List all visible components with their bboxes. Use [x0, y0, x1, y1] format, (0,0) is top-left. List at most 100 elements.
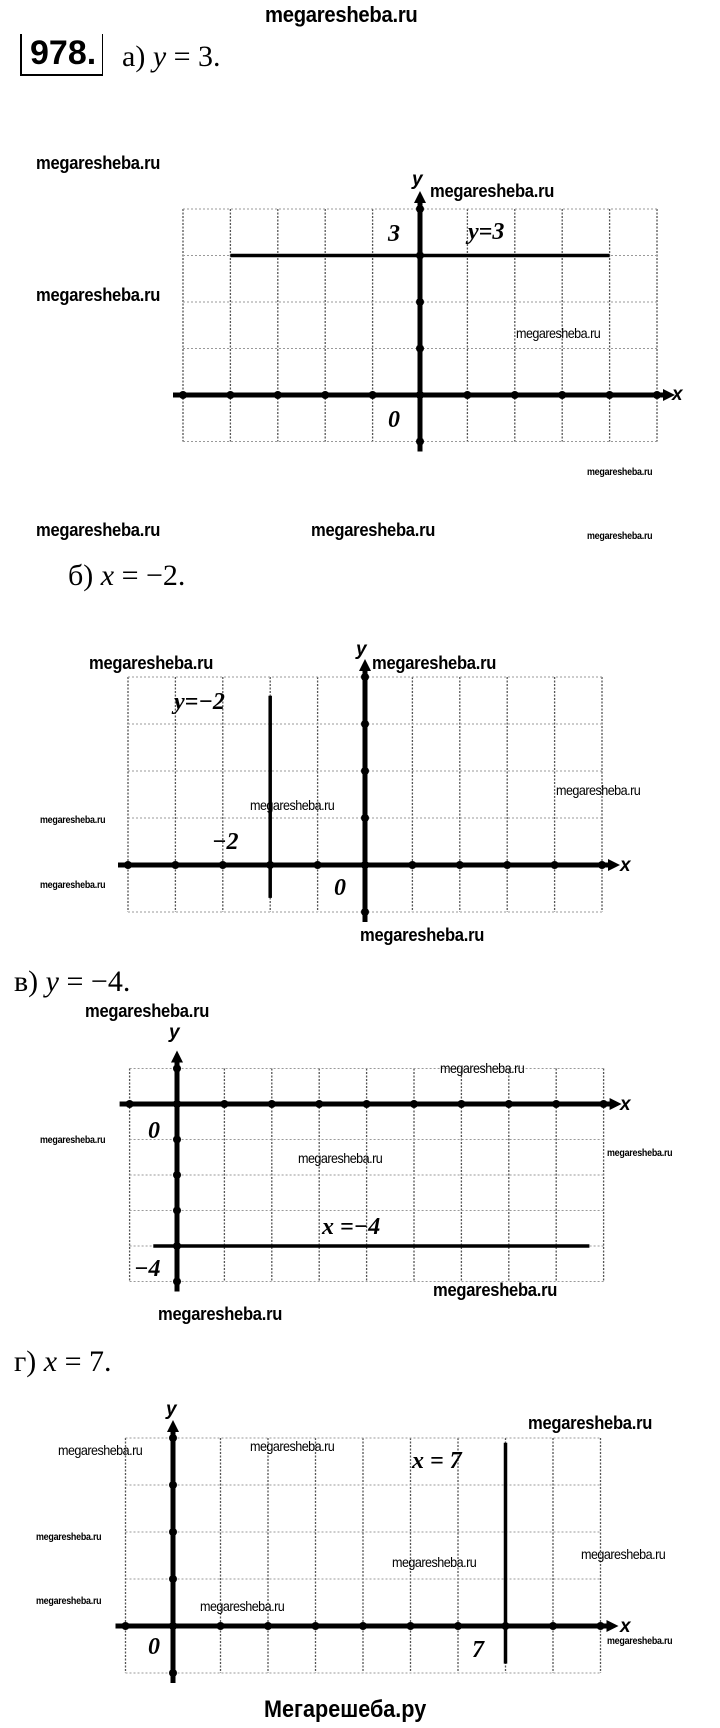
- y-axis-tick-dot: [361, 720, 369, 728]
- graph-d-x-axis-label: x: [620, 1616, 631, 1637]
- y-axis-tick-dot: [361, 861, 369, 869]
- y-axis-arrow-icon: [171, 1050, 183, 1063]
- task-a-heading: а) y = 3.: [122, 42, 221, 72]
- y-axis-tick-dot: [169, 1622, 177, 1630]
- graph-b-origin-label: 0: [334, 875, 346, 901]
- task-var: y: [152, 40, 167, 73]
- x-axis-tick-dot: [599, 1100, 608, 1108]
- watermark: megaresheba.ru: [36, 153, 161, 173]
- y-axis-tick-dot: [169, 1434, 177, 1442]
- watermark: megaresheba.ru: [36, 1595, 102, 1607]
- x-axis-arrow-icon: [608, 859, 620, 871]
- header-watermark: megaresheba.ru: [265, 2, 418, 27]
- y-axis-tick-dot: [416, 391, 424, 399]
- task-eq: = −4.: [66, 965, 131, 998]
- graph-b-y-axis-label: y: [356, 639, 367, 660]
- watermark: megaresheba.ru: [607, 1635, 673, 1647]
- x-axis-tick-dot: [558, 391, 567, 399]
- footer-site-name: Мегарешеба.ру: [264, 1696, 427, 1723]
- x-axis-tick-dot: [267, 1100, 276, 1108]
- graph-a-y-axis-label: y: [412, 169, 423, 190]
- y-axis-tick-dot: [173, 1135, 181, 1144]
- x-axis-tick-dot: [273, 391, 282, 399]
- x-axis-tick-dot: [313, 861, 322, 869]
- x-axis-tick-dot: [510, 391, 519, 399]
- x-axis-tick-dot: [264, 1622, 272, 1630]
- task-eq: = 3.: [173, 40, 221, 73]
- task-var: x: [43, 1345, 58, 1378]
- watermark: megaresheba.ru: [58, 1442, 143, 1458]
- graph-a-equation-label: y=3: [468, 219, 505, 245]
- y-axis-tick-dot: [169, 1528, 177, 1536]
- watermark: megaresheba.ru: [250, 797, 335, 813]
- watermark: megaresheba.ru: [40, 814, 106, 826]
- y-axis-arrow-icon: [414, 191, 426, 203]
- x-axis-tick-dot: [179, 391, 187, 399]
- graph-c-equation-label: x =−4: [322, 1214, 381, 1240]
- y-axis-tick-dot: [169, 1481, 177, 1489]
- x-axis-tick-dot: [359, 1622, 367, 1630]
- y-axis-tick-dot: [361, 908, 369, 916]
- watermark: megaresheba.ru: [516, 325, 601, 341]
- task-var: y: [45, 965, 59, 998]
- y-axis-tick-dot: [173, 1171, 181, 1179]
- y-axis-tick-dot: [361, 673, 369, 681]
- watermark: megaresheba.ru: [607, 1147, 673, 1159]
- y-axis-tick-dot: [173, 1277, 181, 1286]
- task-letter: г): [14, 1345, 37, 1378]
- watermark: megaresheba.ru: [587, 530, 653, 542]
- x-axis-tick-dot: [408, 861, 417, 869]
- watermark: megaresheba.ru: [36, 285, 161, 305]
- x-axis-tick-dot: [218, 861, 227, 869]
- y-axis-tick-dot: [416, 437, 424, 446]
- graph-b-x-axis-label: x: [620, 855, 631, 876]
- exercise-number: 978.: [20, 34, 104, 76]
- y-axis-tick-dot: [173, 1206, 181, 1215]
- graph-c-origin-label: 0: [148, 1118, 160, 1144]
- task-eq: = −2.: [121, 559, 186, 592]
- x-axis-tick-dot: [457, 1100, 466, 1108]
- graph-d-tick-label: 7: [472, 1637, 484, 1663]
- y-axis-tick-dot: [169, 1575, 177, 1583]
- y-axis-tick-dot: [416, 205, 424, 213]
- x-axis-tick-dot: [454, 1622, 462, 1630]
- y-axis-tick-dot: [361, 767, 369, 775]
- x-axis-tick-dot: [315, 1100, 324, 1108]
- x-axis-tick-dot: [550, 861, 559, 869]
- x-axis-tick-dot: [226, 391, 235, 399]
- watermark: megaresheba.ru: [433, 1280, 558, 1300]
- graph-b-equation-label: y=−2: [174, 689, 225, 715]
- watermark: megaresheba.ru: [556, 782, 641, 798]
- task-var: x: [100, 559, 115, 592]
- x-axis-tick-dot: [368, 391, 377, 399]
- task-letter: а): [122, 40, 146, 73]
- watermark: megaresheba.ru: [200, 1598, 285, 1614]
- x-axis-tick-dot: [410, 1100, 418, 1108]
- graph-a-tick-label: 3: [388, 221, 400, 247]
- x-axis-tick-dot: [503, 861, 512, 869]
- task-b-heading: б) x = −2.: [68, 561, 185, 591]
- watermark: megaresheba.ru: [372, 653, 497, 673]
- watermark: megaresheba.ru: [250, 1438, 335, 1454]
- watermark: megaresheba.ru: [89, 653, 214, 673]
- y-axis-tick-dot: [416, 298, 424, 306]
- watermark: megaresheba.ru: [298, 1150, 383, 1166]
- watermark: megaresheba.ru: [430, 181, 555, 201]
- y-axis-tick-dot: [169, 1669, 177, 1677]
- x-axis-tick-dot: [598, 861, 606, 869]
- x-axis-arrow-icon: [606, 1620, 619, 1632]
- watermark: megaresheba.ru: [40, 879, 106, 891]
- x-axis-tick-dot: [552, 1100, 561, 1108]
- x-axis-tick-dot: [121, 1622, 130, 1630]
- graph-d-equation-label: x = 7: [412, 1448, 462, 1474]
- x-axis-tick-dot: [171, 861, 180, 869]
- x-axis-tick-dot: [216, 1622, 225, 1630]
- graph-c-y-axis-label: y: [169, 1022, 180, 1043]
- graph-c-tick-label: −4: [134, 1256, 161, 1282]
- watermark: megaresheba.ru: [528, 1413, 653, 1433]
- watermark: megaresheba.ru: [392, 1554, 477, 1570]
- x-axis-tick-dot: [605, 391, 614, 399]
- x-axis-tick-dot: [362, 1100, 371, 1108]
- task-letter: б): [68, 559, 94, 592]
